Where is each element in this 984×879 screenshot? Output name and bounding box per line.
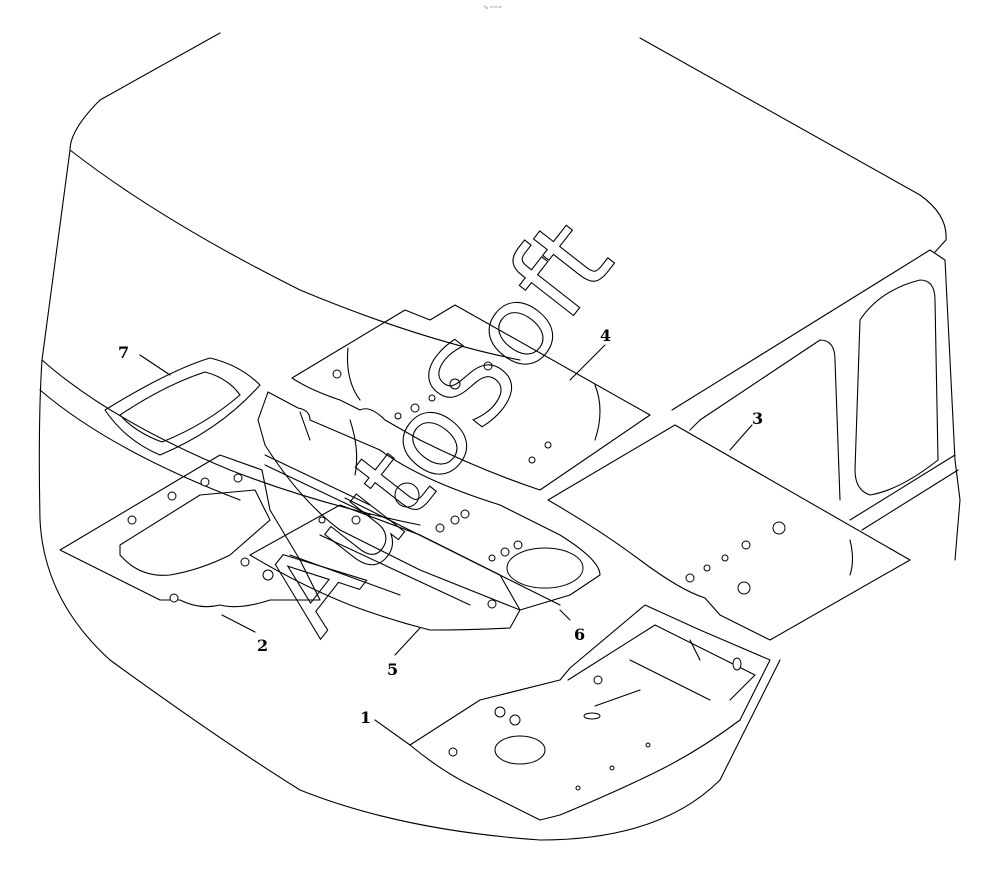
callout-1: 1: [360, 708, 371, 727]
part-6-panel: [257, 391, 601, 611]
callout-3: 3: [752, 409, 763, 428]
part-5-panel: [249, 504, 521, 631]
watermark-text: AutoSoft: [239, 198, 638, 657]
part-4-panel: [291, 304, 651, 491]
callout-6: 6: [574, 625, 585, 644]
callout-5: 5: [387, 660, 398, 679]
cab-outline: [38, 32, 961, 841]
callout-7: 7: [118, 343, 129, 362]
part-3-panel: [547, 424, 911, 641]
callout-4: 4: [600, 326, 611, 345]
tiny-header-mark: ⁰₀ ===: [484, 5, 502, 11]
part-2-panel: [59, 454, 321, 608]
callout-leaders: [139, 344, 753, 746]
part-7-panel: [104, 357, 261, 456]
part-1-panel: [409, 604, 771, 821]
callout-2: 2: [257, 636, 268, 655]
